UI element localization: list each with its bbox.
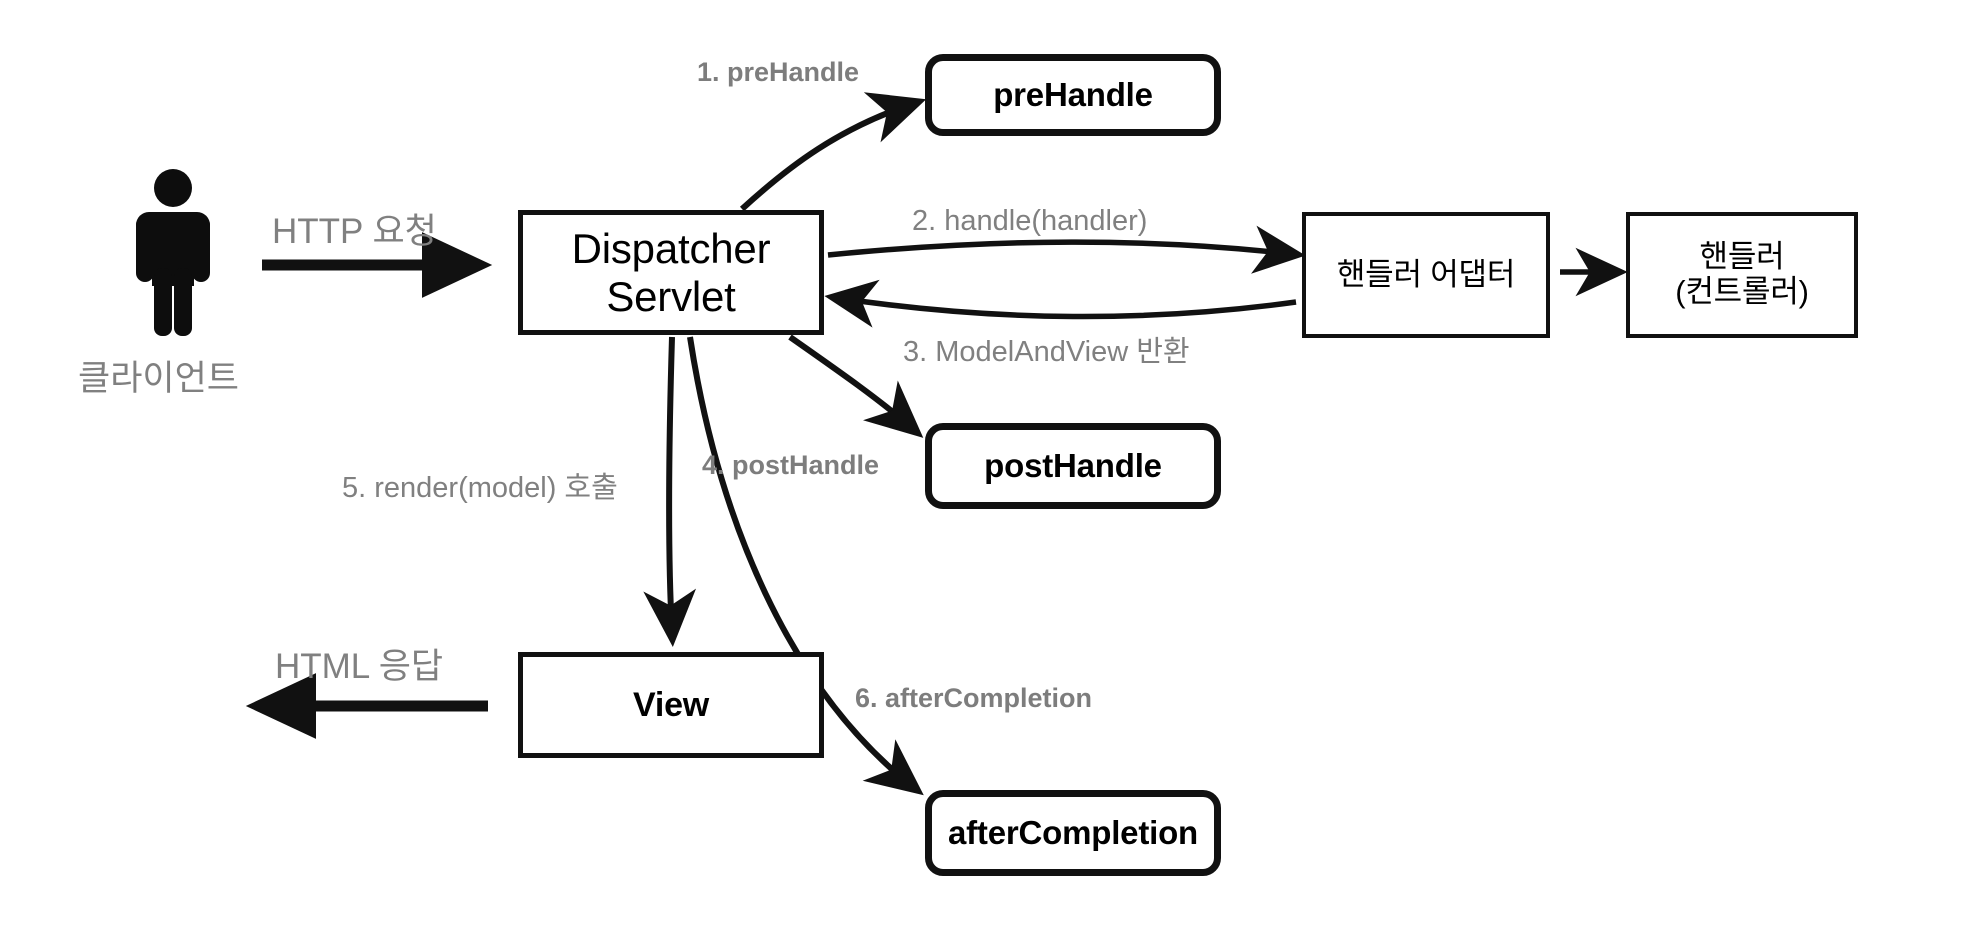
node-prehandle-label: preHandle bbox=[993, 75, 1153, 113]
arrow-step1-prehandle bbox=[739, 92, 927, 212]
node-view-label: View bbox=[632, 685, 710, 724]
node-handler-adapter[interactable]: 핸들러 어댑터 bbox=[1302, 212, 1550, 338]
node-aftercompletion-label: afterCompletion bbox=[947, 813, 1198, 851]
node-dispatcher-servlet[interactable]: Dispatcher Servlet bbox=[518, 210, 824, 335]
label-html-response: HTML 응답 bbox=[275, 647, 444, 686]
label-step6-aftercompletion: 6. afterCompletion bbox=[855, 683, 1093, 713]
arrow-step3-modelandview bbox=[824, 279, 1297, 328]
node-dispatcher-servlet-label: Dispatcher Servlet bbox=[571, 225, 771, 320]
node-handler-controller[interactable]: 핸들러 (컨트롤러) bbox=[1626, 212, 1858, 338]
node-posthandle[interactable]: postHandle bbox=[925, 423, 1221, 509]
node-handler-controller-label: 핸들러 (컨트롤러) bbox=[1675, 239, 1809, 309]
node-prehandle[interactable]: preHandle bbox=[925, 54, 1221, 136]
label-step4-posthandle: 4. postHandle bbox=[702, 450, 880, 480]
arrow-step2-handle bbox=[827, 225, 1306, 274]
label-client: 클라이언트 bbox=[78, 359, 240, 398]
arrow-step4-posthandle bbox=[788, 334, 924, 438]
label-http-request: HTTP 요청 bbox=[272, 212, 437, 251]
label-step1-prehandle: 1. preHandle bbox=[697, 57, 860, 87]
client-person-icon bbox=[136, 169, 210, 336]
node-aftercompletion[interactable]: afterCompletion bbox=[925, 790, 1221, 876]
label-step3-modelandview: 3. ModelAndView 반환 bbox=[903, 336, 1190, 368]
label-step5-render: 5. render(model) 호출 bbox=[342, 472, 618, 504]
node-posthandle-label: postHandle bbox=[984, 446, 1162, 484]
node-view[interactable]: View bbox=[518, 652, 824, 758]
arrow-step5-render bbox=[643, 336, 697, 647]
node-handler-adapter-label: 핸들러 어댑터 bbox=[1336, 256, 1516, 292]
label-step2-handle: 2. handle(handler) bbox=[912, 205, 1148, 237]
